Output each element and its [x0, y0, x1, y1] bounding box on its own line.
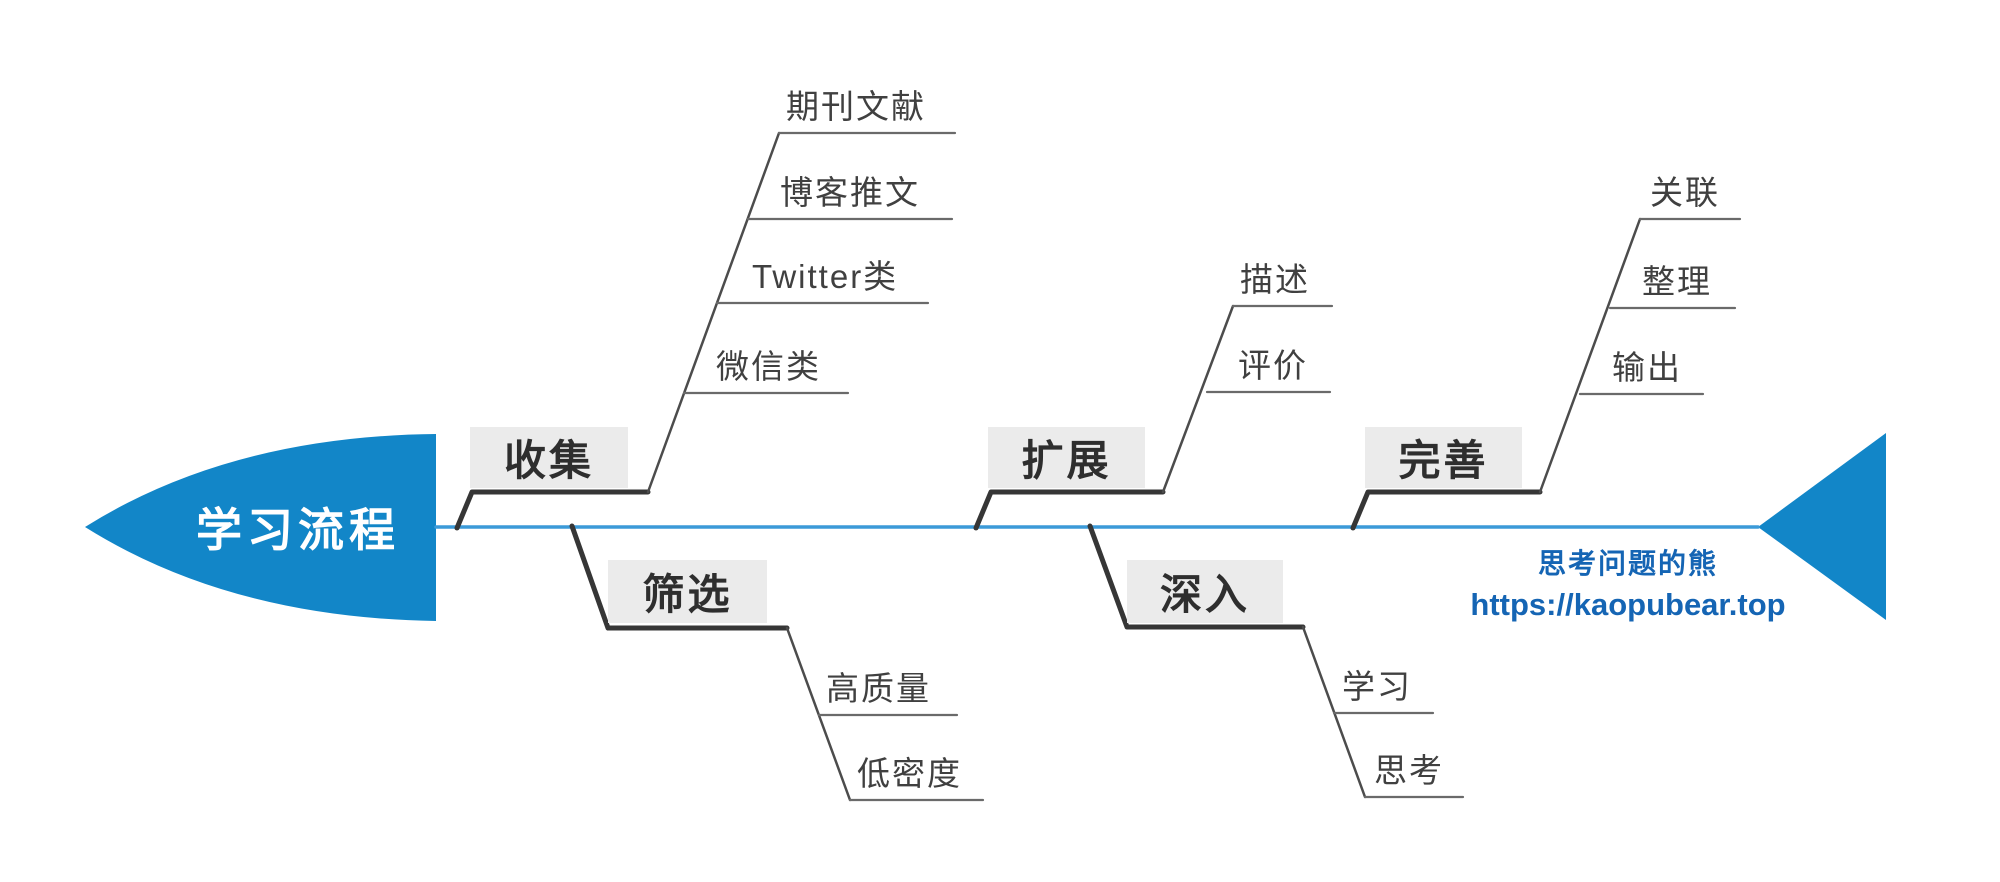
category-node-deepen[interactable]: 深入 — [1127, 560, 1283, 623]
category-node-collect[interactable]: 收集 — [470, 427, 628, 488]
item-node[interactable]: 思考 — [1374, 752, 1444, 789]
item-node[interactable]: 博客推文 — [780, 174, 920, 211]
item-node[interactable]: 低密度 — [857, 755, 962, 792]
item-node[interactable]: 输出 — [1612, 349, 1682, 386]
category-node-refine[interactable]: 完善 — [1365, 427, 1522, 488]
branch-filter-diagonal — [785, 626, 852, 802]
item-node[interactable]: 期刊文献 — [786, 88, 926, 125]
branch-deepen-line — [1087, 523, 1306, 630]
category-node-expand[interactable]: 扩展 — [988, 427, 1145, 488]
category-node-filter[interactable]: 筛选 — [608, 560, 767, 623]
item-node[interactable]: 整理 — [1642, 263, 1712, 300]
item-node[interactable]: 评价 — [1238, 347, 1308, 384]
fish-head — [85, 434, 436, 621]
item-node[interactable]: 微信类 — [716, 348, 821, 385]
branch-expand-diagonal — [1161, 304, 1235, 494]
item-node[interactable]: 学习 — [1342, 668, 1412, 705]
root-node-title[interactable]: 学习流程 — [196, 504, 400, 556]
item-node[interactable]: 描述 — [1240, 261, 1310, 298]
credit-author: 思考问题的熊 — [1537, 548, 1718, 579]
item-node[interactable]: 高质量 — [826, 670, 931, 707]
branch-refine-line — [1350, 489, 1543, 531]
branch-expand-line — [973, 489, 1166, 531]
item-node[interactable]: 关联 — [1650, 174, 1720, 211]
item-node[interactable]: Twitter类 — [752, 258, 899, 295]
credit-url[interactable]: https://kaopubear.top — [1470, 587, 1786, 622]
branch-collect-line — [454, 489, 651, 531]
branch-refine-diagonal — [1538, 217, 1642, 494]
fish-tail — [1758, 433, 1886, 620]
branch-filter-line — [569, 523, 790, 631]
branch-collect-diagonal — [646, 131, 781, 494]
credit-block: 思考问题的熊 https://kaopubear.top — [1443, 542, 1813, 623]
